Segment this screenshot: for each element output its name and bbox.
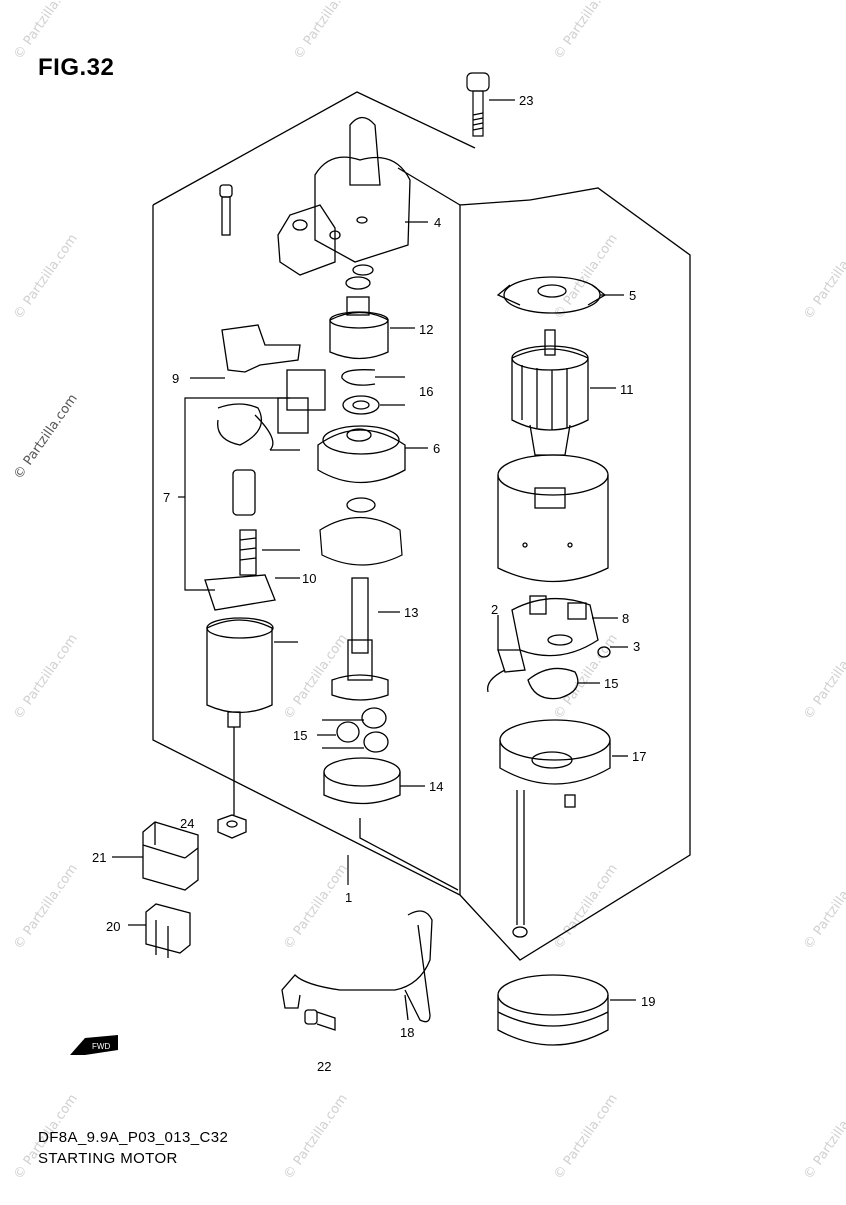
- callout-14: 14: [429, 779, 443, 794]
- callout-19: 19: [641, 994, 655, 1009]
- callout-8: 8: [622, 611, 629, 626]
- band-19: [497, 974, 636, 1046]
- callout-9: 9: [172, 371, 179, 386]
- figure-code: DF8A_9.9A_P03_013_C32: [38, 1129, 229, 1146]
- bracket-18: [281, 910, 433, 1023]
- watermark: © Partzilla.com: [11, 862, 81, 953]
- relay-20: [128, 903, 191, 958]
- watermark: © Partzilla.com: [551, 1092, 621, 1183]
- callout-1: 1: [345, 890, 352, 905]
- gears-15: [317, 707, 389, 753]
- watermark: © Partzilla.com: [11, 632, 81, 723]
- watermark: © Partzilla.com: [551, 862, 621, 953]
- watermark: © Partzilla.com: [11, 232, 81, 323]
- watermark: © Partzilla.com: [281, 862, 351, 953]
- callout-23: 23: [519, 93, 533, 108]
- svg-text:FWD: FWD: [92, 1042, 110, 1051]
- callout-22: 22: [317, 1059, 331, 1074]
- screw-3: [597, 646, 628, 658]
- brush-holder-8: [486, 595, 618, 693]
- ring-gear-14: [323, 757, 459, 891]
- callout-labels: 1 2 3 4 5 6 7 8 9 10 11 12 13 14 15 15 1…: [92, 93, 655, 1074]
- callout-18: 18: [400, 1025, 414, 1040]
- assembly-outline: [152, 91, 691, 961]
- plate-5: [496, 276, 624, 314]
- clip-16: [341, 369, 405, 415]
- end-cap-17: [499, 719, 628, 808]
- through-bolt: [512, 790, 528, 938]
- callout-24: 24: [180, 816, 194, 831]
- callout-13: 13: [404, 605, 418, 620]
- callout-16: 16: [419, 384, 433, 399]
- armature-11: [511, 329, 616, 456]
- callout-15-left: 15: [293, 728, 307, 743]
- bolt-22: [304, 1009, 336, 1031]
- bolt-23: [466, 72, 515, 137]
- watermark: © Partzilla.com: [11, 392, 81, 483]
- yoke: [497, 454, 609, 583]
- gasket: [319, 516, 403, 566]
- callout-4: 4: [434, 215, 441, 230]
- callout-21: 21: [92, 850, 106, 865]
- callout-20: 20: [106, 919, 120, 934]
- figure-name: STARTING MOTOR: [38, 1150, 178, 1167]
- callout-17: 17: [632, 749, 646, 764]
- callout-7: 7: [163, 490, 170, 505]
- watermark: © Partzilla.com: [551, 0, 621, 62]
- callout-6: 6: [433, 441, 440, 456]
- callout-3: 3: [633, 639, 640, 654]
- watermark: © Partzilla.com: [11, 0, 81, 62]
- housing-6: [317, 425, 428, 513]
- relay-21: [112, 821, 199, 891]
- callout-12: 12: [419, 322, 433, 337]
- callout-10: 10: [302, 571, 316, 586]
- watermark: © Partzilla.com: [801, 1092, 846, 1183]
- pinion-12: [329, 296, 415, 360]
- callout-11: 11: [620, 382, 634, 397]
- watermark: © Partzilla.com: [291, 0, 361, 62]
- shaft-13: [331, 577, 400, 701]
- plate-15-right: [527, 667, 600, 700]
- bracket-7: [178, 397, 290, 591]
- plunger-assembly: [204, 369, 326, 611]
- fwd-arrow-icon: FWD: [70, 1035, 118, 1055]
- watermark: © Partzilla.com: [281, 1092, 351, 1183]
- callout-5: 5: [629, 288, 636, 303]
- nut-24: [217, 814, 247, 839]
- lever-9: [190, 324, 301, 451]
- watermark: © Partzilla.com: [801, 232, 846, 323]
- cover-4: [219, 116, 428, 290]
- callout-15-right: 15: [604, 676, 618, 691]
- watermark: © Partzilla.com: [801, 632, 846, 723]
- callout-2: 2: [491, 602, 498, 617]
- figure-title: FIG.32: [38, 54, 115, 81]
- solenoid: [206, 617, 298, 815]
- watermark: © Partzilla.com: [801, 862, 846, 953]
